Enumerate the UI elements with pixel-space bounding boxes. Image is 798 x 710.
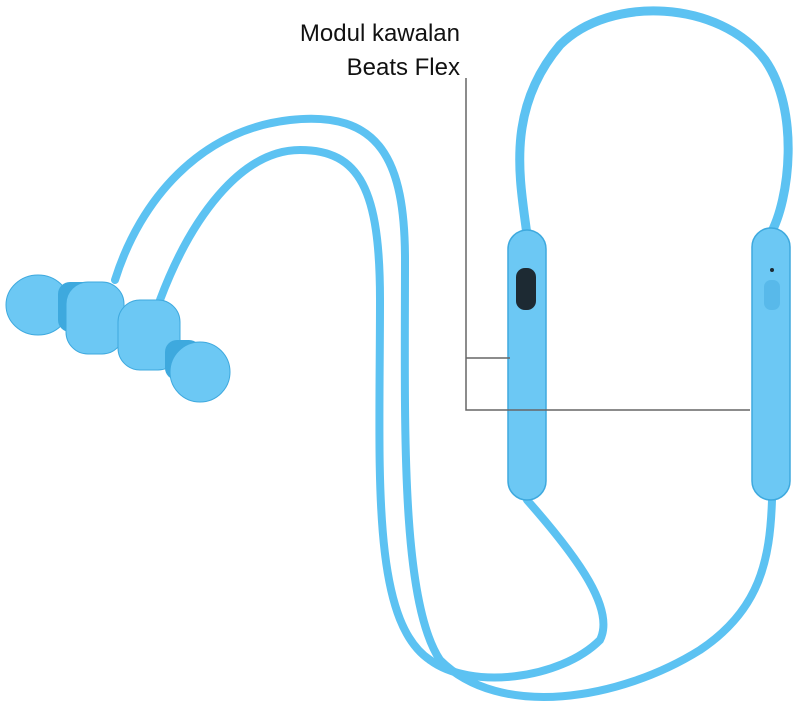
led-indicator-icon: [770, 268, 774, 272]
usb-c-port-icon: [516, 268, 536, 310]
callout-leader: [465, 78, 750, 411]
cable: [111, 6, 793, 701]
callout-label-line1: Modul kawalan: [299, 20, 460, 47]
earbuds: [5, 274, 231, 403]
right-module: [751, 227, 791, 501]
power-button: [764, 280, 780, 310]
callout-label-line2: Beats Flex: [346, 54, 460, 81]
left-module: [507, 229, 547, 501]
